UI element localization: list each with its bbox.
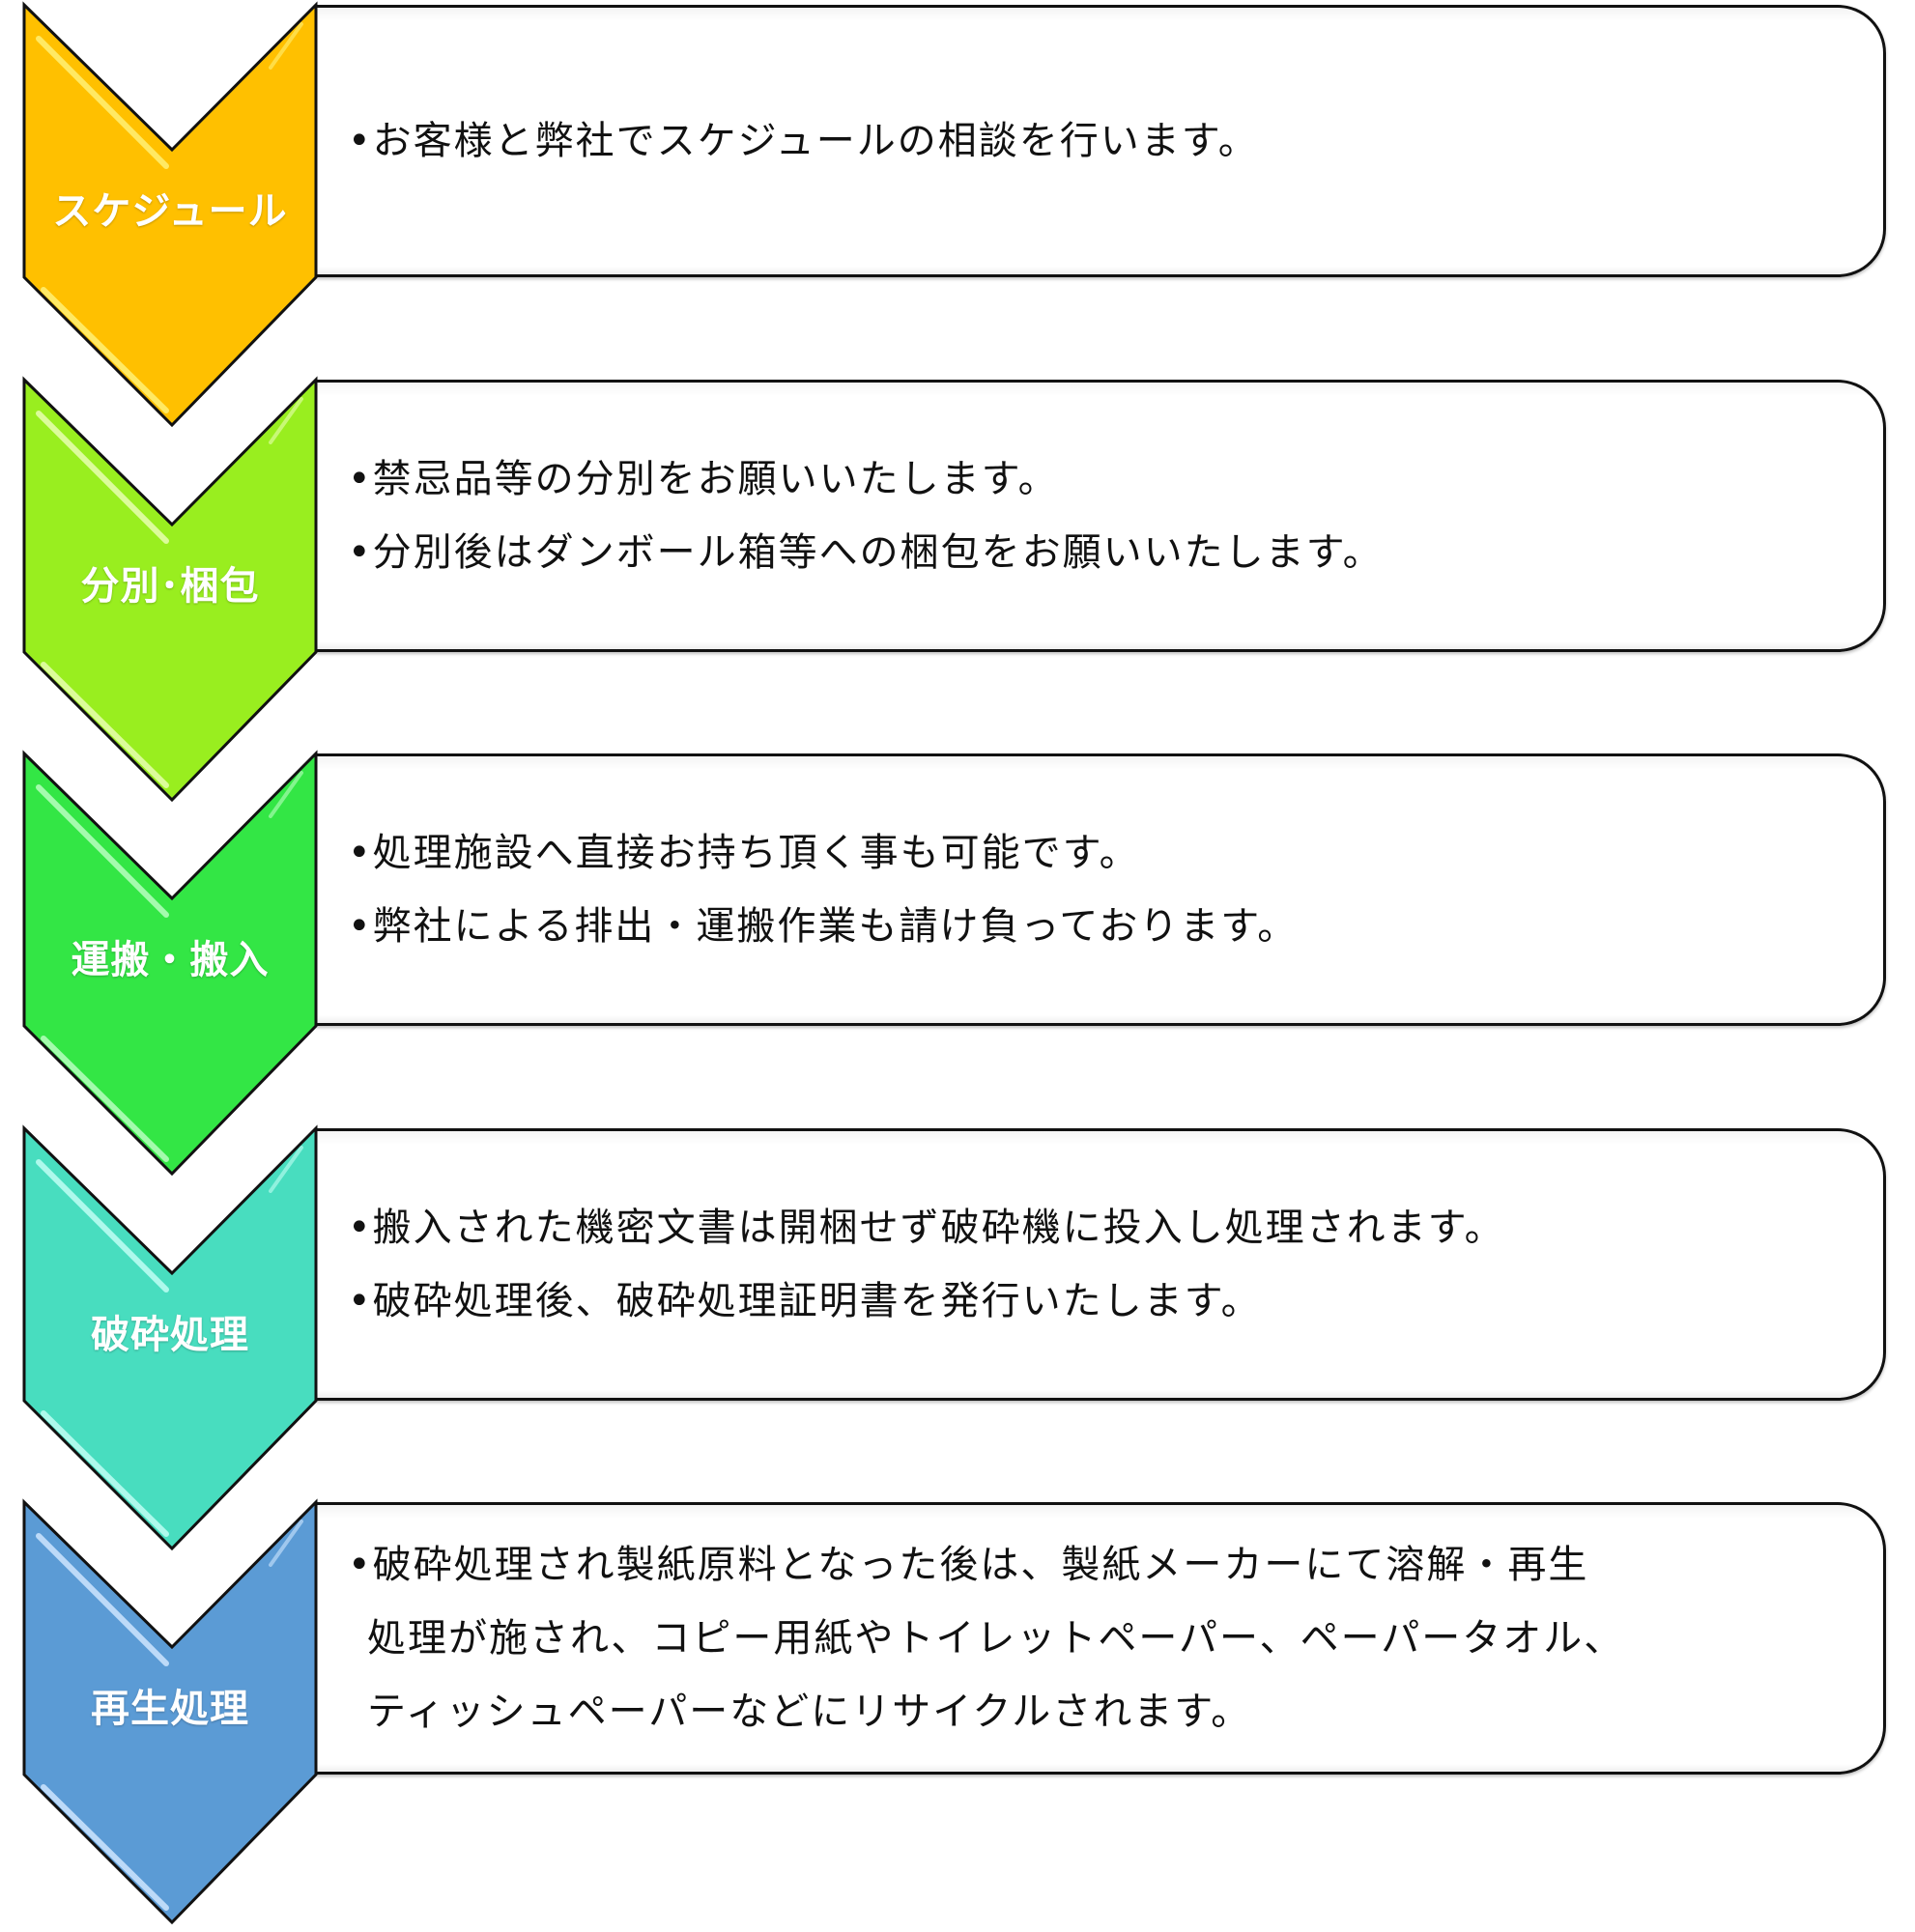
- step-description-line: •破砕処理後、破砕処理証明書を発行いたします。: [348, 1278, 1262, 1323]
- process-step: •禁忌品等の分別をお願いいたします。 •分別後はダンボール箱等への梱包をお願いいた…: [0, 375, 1915, 810]
- step-description-line: •搬入された機密文書は開梱せず破砕機に投入し処理されます。: [348, 1205, 1505, 1250]
- step-description-line: •分別後はダンボール箱等への梱包をお願いいたします。: [348, 529, 1384, 575]
- step-label: 再生処理: [91, 1687, 249, 1731]
- step-description-box: •禁忌品等の分別をお願いいたします。 •分別後はダンボール箱等への梱包をお願いいた…: [315, 379, 1886, 652]
- process-step: •搬入された機密文書は開梱せず破砕機に投入し処理されます。 •破砕処理後、破砕処理…: [0, 1123, 1915, 1558]
- step-description-line: ティッシュペーパーなどにリサイクルされます。: [367, 1690, 1252, 1734]
- step-description-line: •弊社による排出・運搬作業も請け負っております。: [348, 904, 1299, 949]
- step-description-line: •処理施設へ直接お持ち頂く事も可能です。: [348, 831, 1140, 875]
- step-description-box: •破砕処理され製紙原料となった後は、製紙メーカーにて溶解・再生処理が施され、コピ…: [315, 1502, 1886, 1775]
- step-label: 分別･梱包: [80, 563, 260, 609]
- step-description-box: •お客様と弊社でスケジュールの相談を行います。: [315, 5, 1886, 277]
- process-step: •処理施設へ直接お持ち頂く事も可能です。 •弊社による排出・運搬作業も請け負ってお…: [0, 749, 1915, 1183]
- step-description-line: •お客様と弊社でスケジュールの相談を行います。: [348, 119, 1259, 163]
- step-description-box: •搬入された機密文書は開梱せず破砕機に投入し処理されます。 •破砕処理後、破砕処理…: [315, 1127, 1886, 1401]
- step-description-line: •禁忌品等の分別をお願いいたします。: [348, 456, 1059, 501]
- step-label: 破砕処理: [91, 1312, 249, 1357]
- step-description-box: •処理施設へ直接お持ち頂く事も可能です。 •弊社による排出・運搬作業も請け負ってお…: [315, 753, 1886, 1026]
- chevron-arrow-icon: [22, 750, 318, 1177]
- chevron-arrow-icon: [22, 1, 318, 428]
- chevron-arrow-icon: [22, 1123, 318, 1550]
- chevron-arrow-icon: [22, 375, 318, 802]
- process-step: •お客様と弊社でスケジュールの相談を行います。 スケジュール: [0, 0, 1915, 435]
- step-description-line: •破砕処理され製紙原料となった後は、製紙メーカーにて溶解・再生: [348, 1543, 1589, 1587]
- step-description-line: 処理が施され、コピー用紙やトイレットペーパー、ペーパータオル、: [367, 1616, 1625, 1661]
- process-step: •破砕処理され製紙原料となった後は、製紙メーカーにて溶解・再生処理が施され、コピ…: [0, 1497, 1915, 1932]
- chevron-arrow-icon: [22, 1498, 318, 1925]
- step-label: 運搬・搬入: [71, 938, 270, 982]
- step-label: スケジュール: [52, 189, 288, 234]
